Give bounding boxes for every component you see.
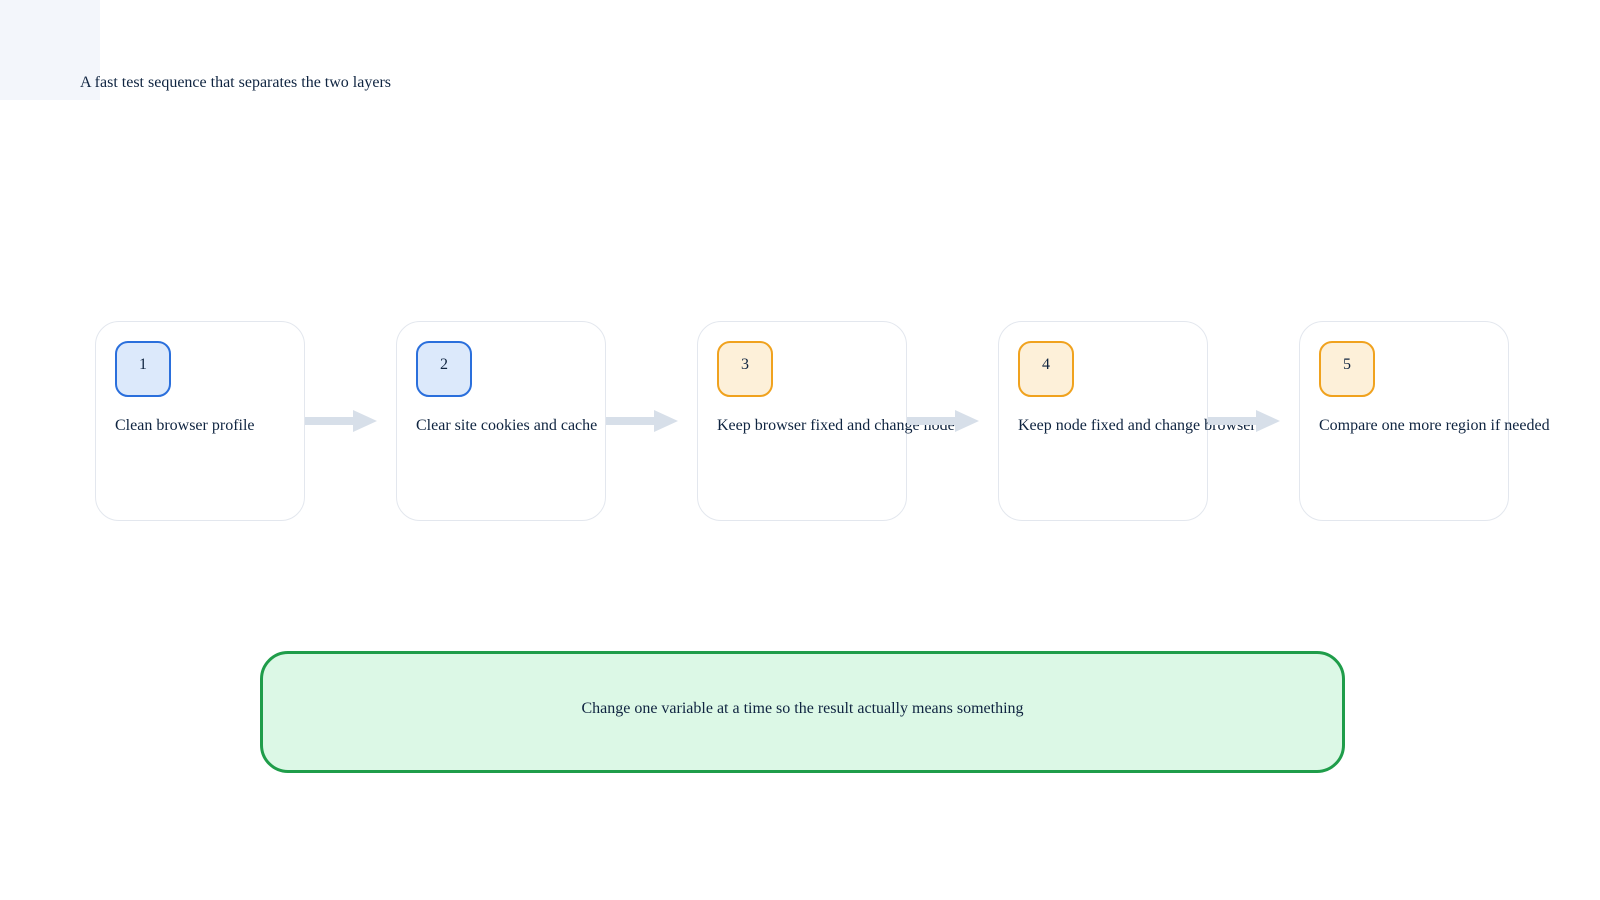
- step-card-4: 4 Keep node fixed and change browser: [998, 321, 1256, 521]
- arrow-right-icon: [1208, 410, 1280, 432]
- step-label-1: Clean browser profile: [115, 417, 255, 434]
- step-badge-3: 3: [717, 341, 773, 397]
- diagram-title: A fast test sequence that separates the …: [80, 74, 391, 91]
- step-label-2: Clear site cookies and cache: [416, 417, 598, 434]
- summary-box: Change one variable at a time so the res…: [260, 651, 1345, 773]
- corner-decoration: [0, 0, 100, 100]
- step-label-4: Keep node fixed and change browser: [1018, 417, 1256, 434]
- arrow-right-icon: [606, 410, 678, 432]
- step-label-3: Keep browser fixed and change node: [717, 417, 955, 434]
- step-card-1: 1 Clean browser profile: [95, 321, 305, 521]
- step-card-2: 2 Clear site cookies and cache: [396, 321, 606, 521]
- arrow-right-icon: [907, 410, 979, 432]
- step-badge-1: 1: [115, 341, 171, 397]
- step-badge-5: 5: [1319, 341, 1375, 397]
- step-badge-2: 2: [416, 341, 472, 397]
- step-card-3: 3 Keep browser fixed and change node: [697, 321, 955, 521]
- arrow-right-icon: [305, 410, 377, 432]
- summary-text: Change one variable at a time so the res…: [581, 700, 1024, 717]
- step-label-5: Compare one more region if needed: [1319, 417, 1550, 434]
- step-badge-4: 4: [1018, 341, 1074, 397]
- step-card-5: 5 Compare one more region if needed: [1299, 321, 1550, 521]
